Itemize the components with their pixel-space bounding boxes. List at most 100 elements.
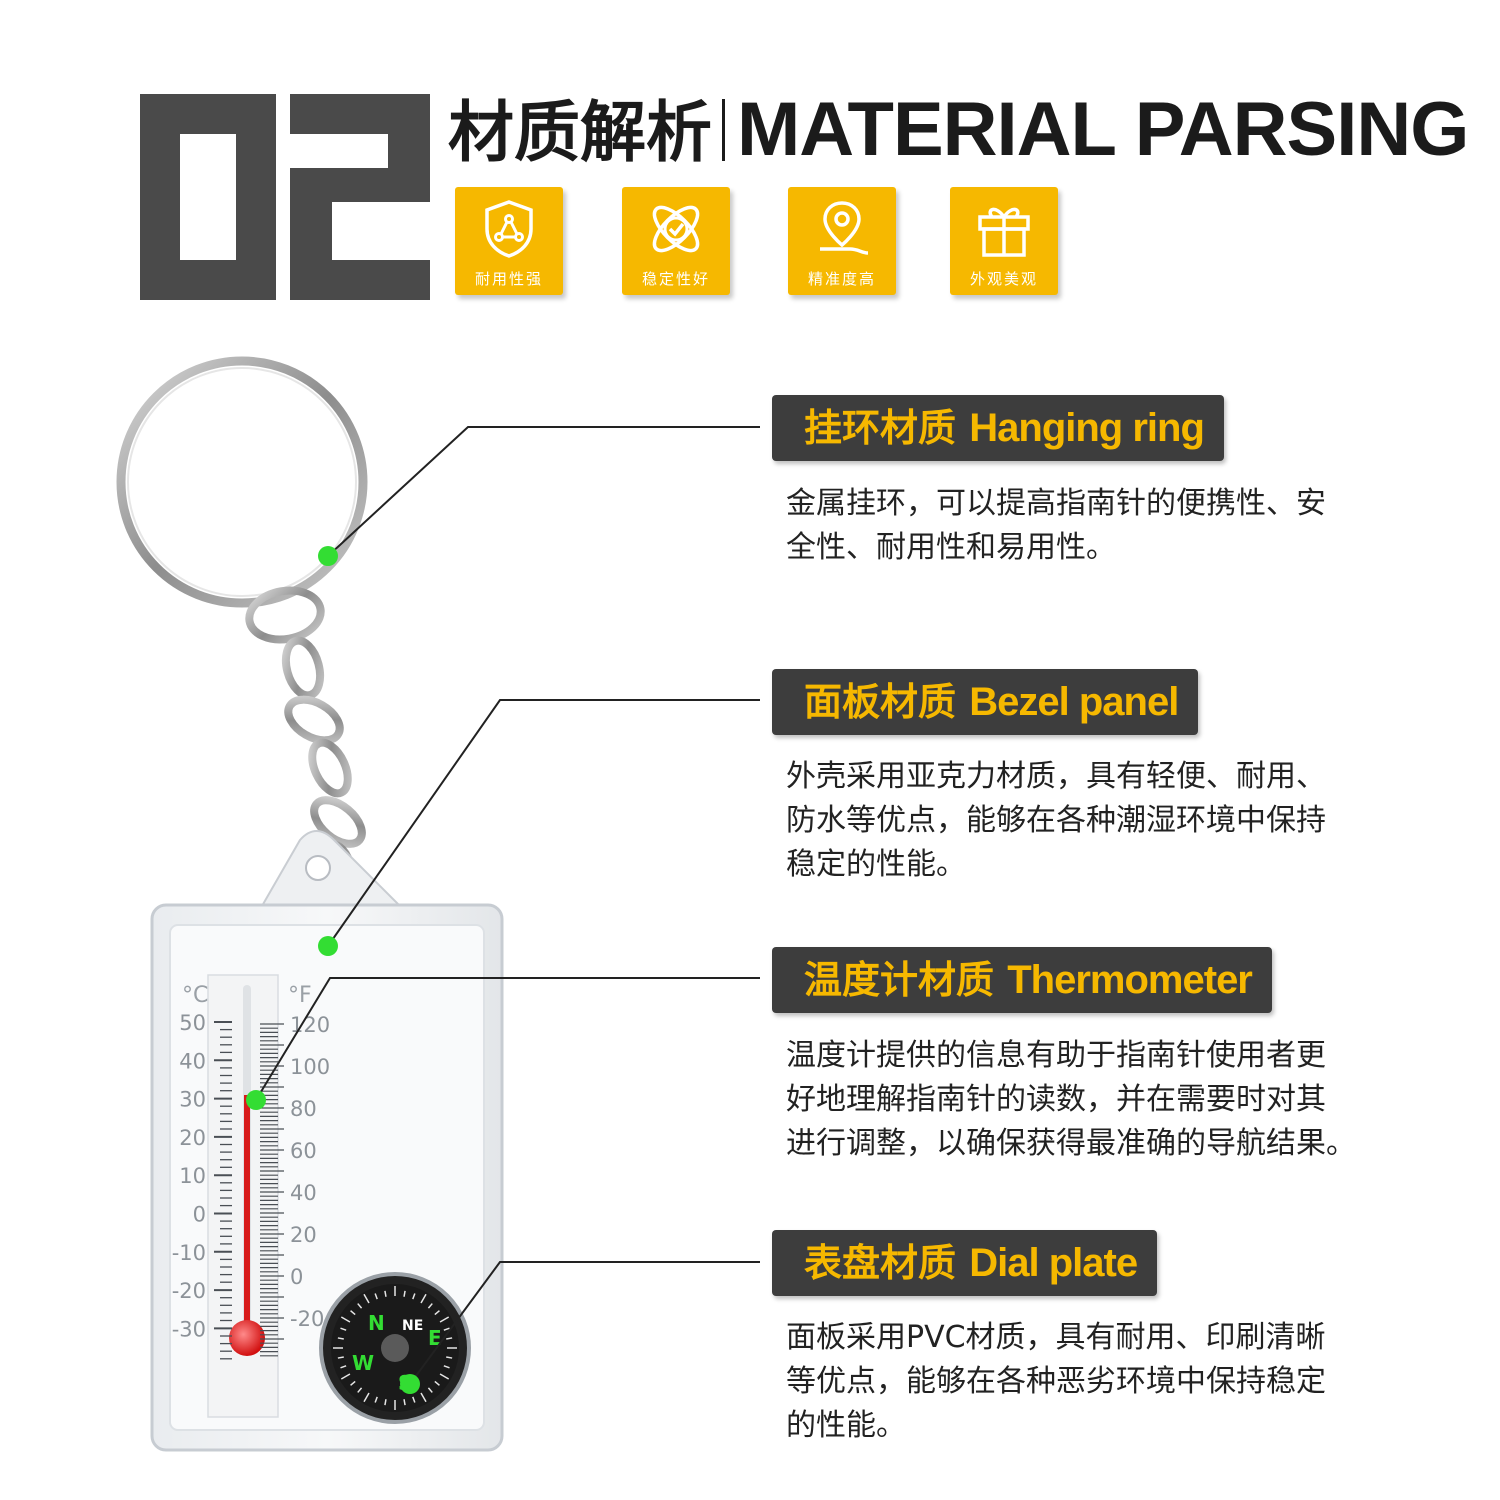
compass-tick (446, 1356, 453, 1359)
compass-tick (434, 1310, 440, 1316)
hanging-ring (116, 356, 368, 608)
fahrenheit-tick-label: 80 (290, 1097, 317, 1121)
callout-title-hanging-ring: 挂环材质 Hanging ring (772, 395, 1224, 461)
callout-desc-hanging-ring: 金属挂环，可以提高指南针的便携性、安 全性、耐用性和易用性。 (786, 482, 1426, 570)
celsius-tick-label: 30 (179, 1088, 206, 1112)
compass-tick (384, 1399, 387, 1406)
compass-tick (412, 1293, 416, 1300)
compass-tick (412, 1396, 416, 1403)
desc-line: 温度计提供的信息有助于指南针使用者更 (786, 1038, 1326, 1073)
compass-tick (363, 1293, 370, 1304)
fahrenheit-tick-label: 20 (290, 1223, 317, 1247)
shield-icon (485, 200, 533, 258)
compass-tick (350, 1310, 356, 1316)
desc-line: 金属挂环，可以提高指南针的便携性、安 (786, 486, 1326, 521)
compass-letter-n: N (368, 1311, 385, 1335)
compass-tick (420, 1392, 427, 1403)
fahrenheit-unit: °F (288, 983, 312, 1008)
compass-tick (403, 1399, 406, 1406)
desc-line: 等优点，能够在各种恶劣环境中保持稳定 (786, 1364, 1326, 1399)
callout-title-dial-plate: 表盘材质 Dial plate (772, 1230, 1158, 1296)
feature-stable: 稳定性好 (622, 187, 730, 295)
desc-line: 面板采用PVC材质，具有耐用、印刷清晰 (786, 1320, 1326, 1355)
callout-title-cn: 表盘材质 (804, 1241, 957, 1285)
title-cn: 材质解析 (448, 94, 712, 171)
compass-tick (363, 1392, 370, 1403)
gift-icon (978, 207, 1030, 257)
compass-tick (403, 1290, 406, 1297)
compass-letter-ne: NE (402, 1318, 423, 1334)
celsius-tick-label: 40 (179, 1049, 206, 1073)
callout-title-en: Hanging ring (969, 406, 1205, 450)
callout-title-en: Thermometer (1007, 958, 1253, 1002)
compass: NE E S W N (319, 1272, 471, 1424)
compass-tick (427, 1387, 433, 1393)
compass-letter-e: E (428, 1326, 442, 1350)
compass-tick (340, 1327, 347, 1331)
feature-label: 外观美观 (969, 270, 1038, 288)
compass-letter-w: W (352, 1351, 374, 1375)
celsius-tick-label: -10 (172, 1241, 206, 1265)
compass-tick (357, 1387, 363, 1393)
callout-markers (246, 546, 420, 1394)
compass-tick (443, 1365, 450, 1369)
desc-line: 稳定的性能。 (786, 847, 966, 882)
desc-line: 好地理解指南针的读数，并在需要时对其 (786, 1082, 1326, 1117)
atom-check-icon (652, 205, 700, 253)
feature-label: 耐用性强 (474, 270, 543, 288)
desc-line: 防水等优点，能够在各种潮湿环境中保持 (786, 803, 1326, 838)
compass-tick (439, 1373, 450, 1380)
location-pin-icon (820, 201, 869, 255)
compass-tick (439, 1316, 450, 1323)
fahrenheit-tick-label: 60 (290, 1139, 317, 1163)
desc-line: 的性能。 (786, 1408, 906, 1443)
callout-desc-dial-plate: 面板采用PVC材质，具有耐用、印刷清晰 等优点，能够在各种恶劣环境中保持稳定 的… (786, 1316, 1426, 1448)
compass-tick (443, 1327, 450, 1331)
callout-title-cn: 温度计材质 (804, 958, 995, 1002)
callout-desc-thermometer: 温度计提供的信息有助于指南针使用者更 好地理解指南针的读数，并在需要时对其 进行… (786, 1034, 1446, 1166)
callout-title-cn: 面板材质 (804, 680, 957, 724)
fahrenheit-tick-label: 40 (290, 1181, 317, 1205)
compass-tick (357, 1303, 363, 1309)
celsius-tick-label: 20 (179, 1126, 206, 1150)
desc-line: 进行调整，以确保获得最准确的导航结果。 (786, 1126, 1356, 1161)
compass-tick (420, 1293, 427, 1304)
compass-tick (340, 1316, 351, 1323)
celsius-unit: °C (182, 983, 208, 1008)
section-number-02 (140, 94, 430, 300)
celsius-tick-label: 10 (179, 1164, 206, 1188)
feature-accurate: 精准度高 (788, 187, 896, 295)
feature-label: 稳定性好 (641, 270, 710, 288)
compass-tick (427, 1303, 433, 1309)
callout-title-thermometer: 温度计材质 Thermometer (772, 947, 1272, 1013)
desc-line: 全性、耐用性和易用性。 (786, 530, 1116, 565)
compass-tick (340, 1373, 351, 1380)
celsius-tick-label: -30 (172, 1317, 206, 1341)
callout-title-cn: 挂环材质 (804, 406, 957, 450)
compass-tick (434, 1380, 440, 1386)
celsius-scale: 50 40 30 20 10 0 -10 -20 -30 (172, 1011, 232, 1360)
callout-desc-bezel-panel: 外壳采用亚克力材质，具有轻便、耐用、 防水等优点，能够在各种潮湿环境中保持 稳定… (786, 755, 1426, 887)
title-en: MATERIAL PARSING (737, 87, 1469, 172)
leader-lines (255, 426, 760, 1385)
callout-title-en: Dial plate (969, 1241, 1138, 1285)
celsius-tick-label: 50 (179, 1011, 206, 1035)
compass-ticks (333, 1286, 457, 1410)
compass-tick (446, 1337, 453, 1340)
desc-line: 外壳采用亚克力材质，具有轻便、耐用、 (786, 759, 1326, 794)
callout-title-en: Bezel panel (969, 680, 1179, 724)
compass-tick (337, 1337, 344, 1340)
callout-title-bezel-panel: 面板材质 Bezel panel (772, 669, 1199, 735)
fahrenheit-tick-label: 100 (290, 1055, 330, 1079)
compass-tick (374, 1396, 378, 1403)
compass-tick (337, 1356, 344, 1359)
celsius-tick-label: -20 (172, 1279, 206, 1303)
feature-durable: 耐用性强 (455, 187, 563, 295)
compass-tick (340, 1365, 347, 1369)
celsius-tick-label: 0 (193, 1203, 206, 1227)
feature-label: 精准度高 (807, 270, 876, 288)
title-divider (722, 99, 725, 161)
